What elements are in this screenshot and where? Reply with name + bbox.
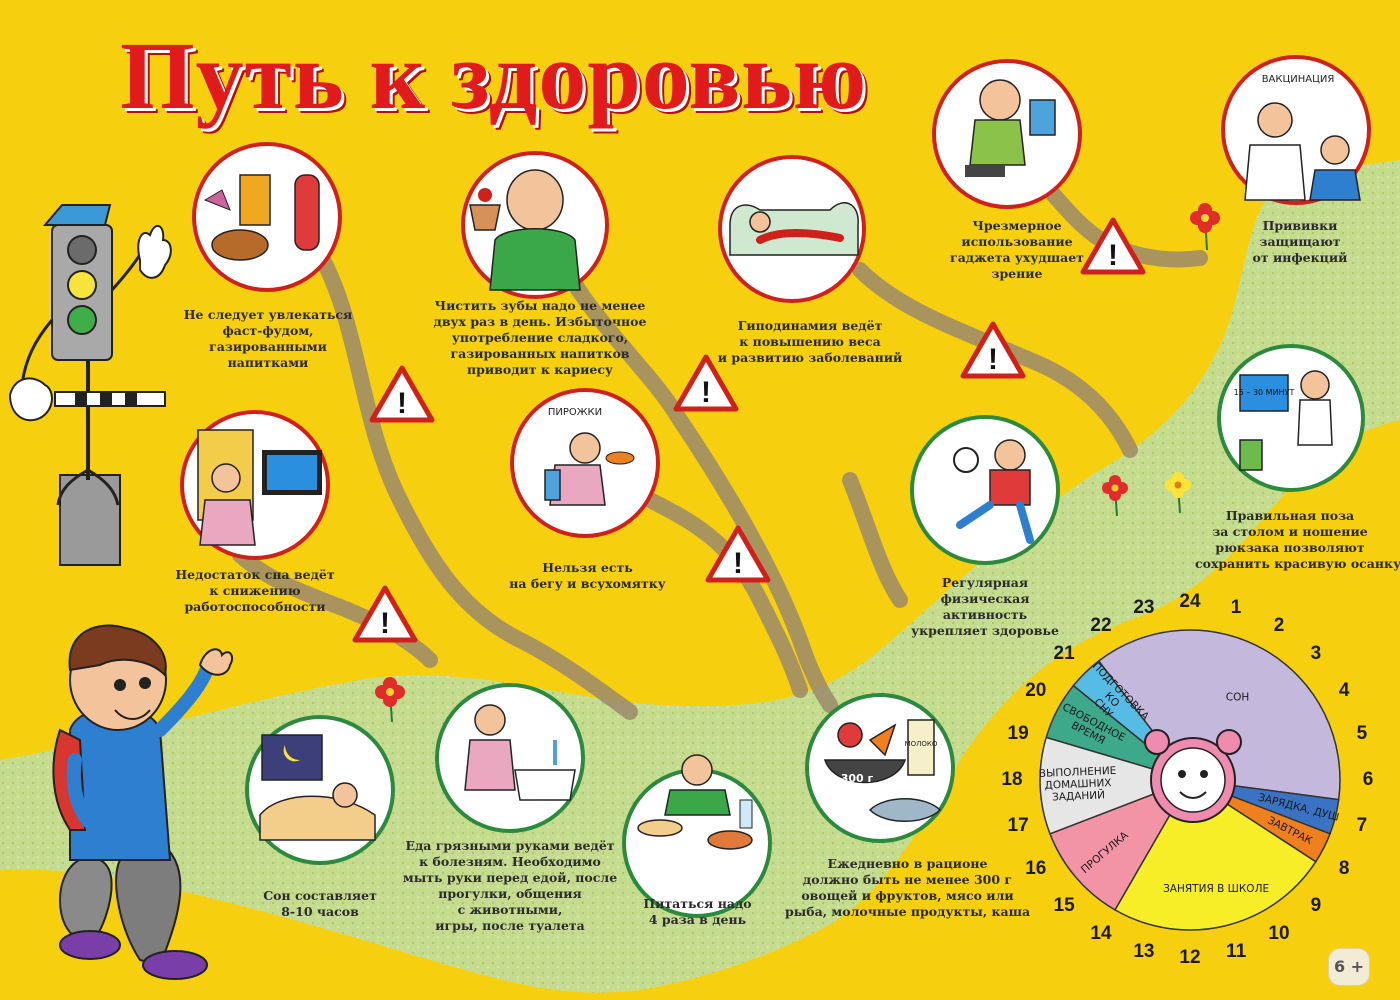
caption-hypodynamia: Гиподинамия ведёт к повышению веса и раз… <box>717 318 903 365</box>
clock-hour-number: 23 <box>1133 597 1154 618</box>
warning-icon: ! <box>352 585 418 643</box>
clock-hour-number: 11 <box>1226 941 1247 962</box>
clock-hour-number: 14 <box>1090 923 1112 944</box>
clock-hour-number: 5 <box>1357 723 1368 744</box>
caption-meals: Питаться надо 4 раза в день <box>643 896 752 927</box>
alarm-clock-icon <box>1144 729 1242 823</box>
warning-icon: ! <box>1080 217 1146 275</box>
clock-hour-number: 15 <box>1054 895 1076 916</box>
clock-hour-number: 16 <box>1025 858 1046 879</box>
medallion-fastfood <box>192 142 342 292</box>
clock-hour-number: 6 <box>1363 769 1374 790</box>
svg-text:!: ! <box>733 547 743 580</box>
clock-hour-number: 19 <box>1008 723 1029 744</box>
warning-signs: ! ! ! ! ! ! <box>352 217 1146 643</box>
weight-label: 300 г <box>841 772 874 785</box>
caption-diet: Ежедневно в рационе должно быть не менее… <box>785 856 1031 919</box>
medallion-teeth <box>461 151 609 299</box>
clock-hour-number: 8 <box>1339 858 1350 879</box>
medallion-sleep-lack <box>180 410 330 560</box>
clock-hour-number: 20 <box>1025 680 1046 701</box>
svg-text:!: ! <box>701 376 711 409</box>
medallion-activity <box>910 415 1060 565</box>
caption-teeth: Чистить зубы надо не менее двух раз в де… <box>433 298 647 377</box>
clock-hour-number: 22 <box>1090 615 1111 636</box>
caption-activity: Регулярная физическая активность укрепля… <box>911 575 1059 638</box>
flower-icon <box>375 677 405 723</box>
caption-fastfood: Не следует увлекаться фаст-фудом, газиро… <box>183 307 353 370</box>
clock-segment <box>1113 778 1317 931</box>
pirozhki-sign: ПИРОЖКИ <box>548 407 602 418</box>
clock-hour-number: 10 <box>1268 923 1289 944</box>
medallion-posture: 15 – 30 МИНУТ <box>1217 344 1365 492</box>
clock-hour-number: 1 <box>1231 597 1242 618</box>
warning-icon: ! <box>705 525 771 583</box>
caption-run-eat: Нельзя есть на бегу и всухомятку <box>509 560 666 591</box>
warning-icon: ! <box>369 365 435 423</box>
warning-icon: ! <box>960 321 1026 379</box>
clock-hour-number: 12 <box>1179 947 1200 968</box>
clock-segment-label: ЗАНЯТИЯ В ШКОЛЕ <box>1163 883 1269 895</box>
clock-segment <box>1039 736 1193 835</box>
traffic-light-character <box>8 204 172 566</box>
medallion-hypodynamia <box>718 155 866 303</box>
clock-hour-number: 18 <box>1001 769 1022 790</box>
caption-sleep-lack: Недостаток сна ведёт к снижению работосп… <box>175 567 335 614</box>
medallion-run-eat: ПИРОЖКИ <box>510 388 660 538</box>
flower-icon <box>1165 472 1191 514</box>
clock-hour-number: 9 <box>1311 895 1322 916</box>
timer-screen: 15 – 30 МИНУТ <box>1234 388 1295 397</box>
milk-label: МОЛОКО <box>905 740 938 748</box>
medallion-vaccine: ВАКЦИНАЦИЯ <box>1221 55 1371 205</box>
caption-sleep: Сон составляет 8-10 часов <box>263 888 377 919</box>
side-paths <box>232 172 1208 720</box>
clock-segment <box>1097 629 1341 801</box>
medallion-sleep <box>245 715 395 865</box>
clock-hour-number: 3 <box>1311 643 1322 664</box>
clock-hour-number: 4 <box>1339 680 1350 701</box>
medallion-meals <box>622 754 772 918</box>
clock-hour-number: 13 <box>1133 941 1154 962</box>
caption-gadget: Чрезмерное использование гаджета ухудшае… <box>950 218 1084 281</box>
caption-posture: Правильная поза за столом и ношение рюкз… <box>1195 508 1400 571</box>
flower-icon <box>1190 203 1220 251</box>
clock-segment-label: СОН <box>1226 692 1250 704</box>
medallion-hands <box>435 683 585 833</box>
medallion-gadget <box>932 59 1082 209</box>
age-rating-badge: 6 + <box>1328 948 1370 986</box>
vaccination-sign: ВАКЦИНАЦИЯ <box>1262 74 1335 85</box>
caption-vaccine: Прививки защищают от инфекций <box>1252 218 1348 265</box>
medallion-diet: 300 г МОЛОКО <box>805 693 955 843</box>
svg-text:!: ! <box>1108 239 1118 272</box>
clock-segment-label: ВЫПОЛНЕНИЕДОМАШНИХЗАДАНИЙ <box>1039 765 1118 804</box>
warning-icon: ! <box>673 354 739 412</box>
svg-text:!: ! <box>397 387 407 420</box>
svg-text:!: ! <box>988 343 998 376</box>
svg-text:!: ! <box>380 607 390 640</box>
clock-hour-number: 21 <box>1054 643 1076 664</box>
clock-hour-number: 7 <box>1357 815 1368 836</box>
page-title: Путь к здоровью <box>120 22 868 129</box>
caption-hands: Еда грязными руками ведёт к болезням. Не… <box>402 838 618 933</box>
clock-hour-number: 24 <box>1179 591 1201 612</box>
flower-icon <box>1102 475 1128 517</box>
clock-hour-number: 2 <box>1274 615 1285 636</box>
boy-character <box>52 624 234 980</box>
clock-segment <box>1049 778 1192 911</box>
clock-hour-number: 17 <box>1008 815 1029 836</box>
